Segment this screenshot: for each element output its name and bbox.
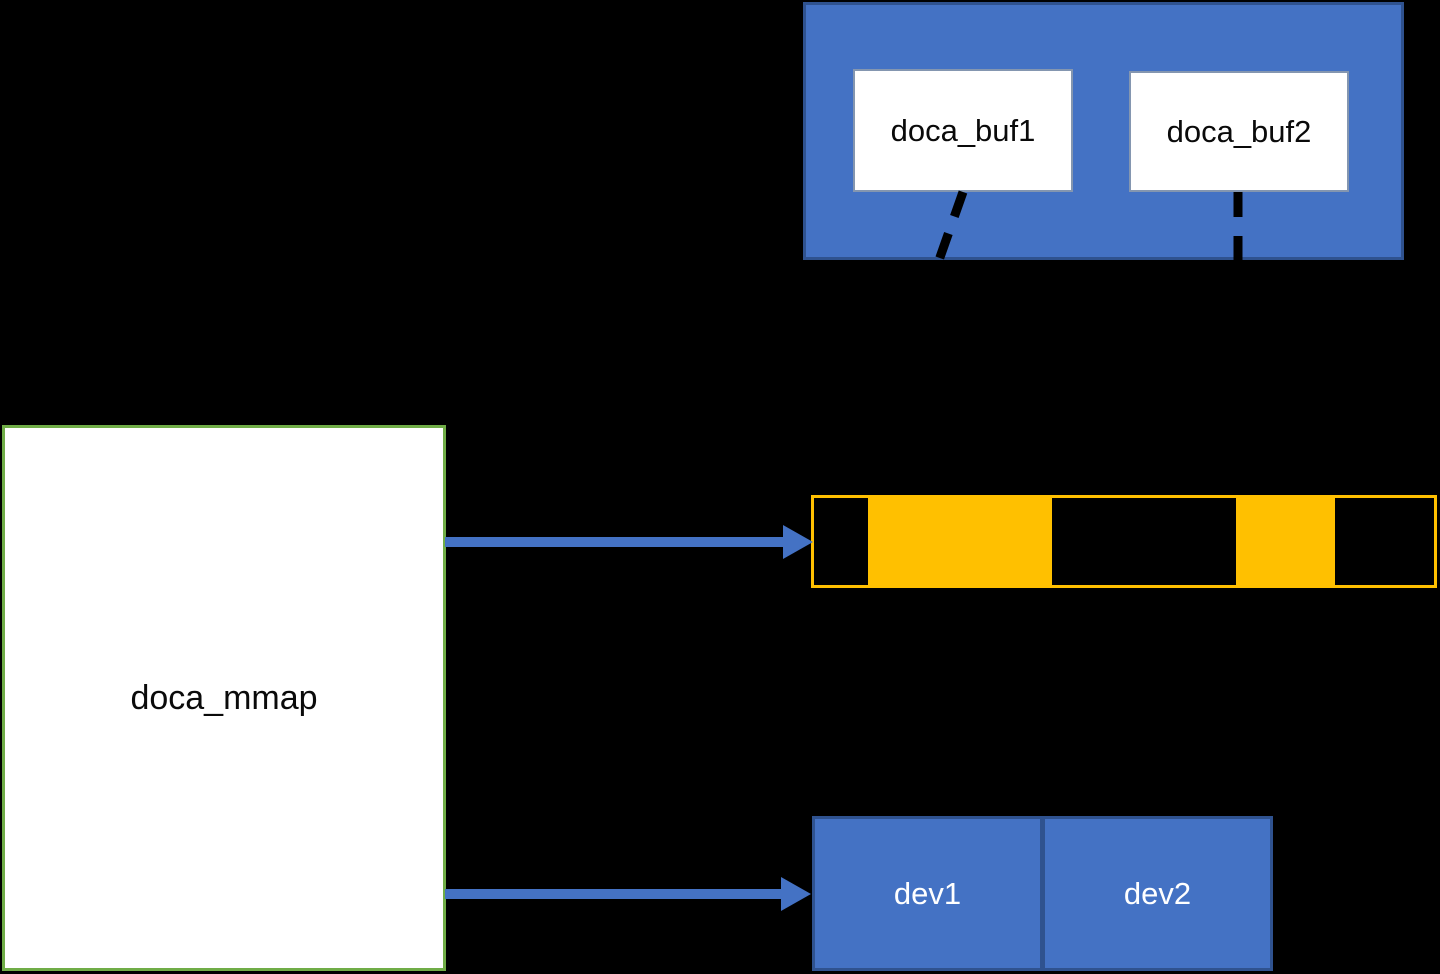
- memory-region-highlighted: [1236, 498, 1335, 585]
- dev2-label: dev2: [1123, 875, 1192, 911]
- doca-mmap-box: doca_mmap: [2, 425, 446, 971]
- arrow-shaft: [445, 889, 785, 899]
- buf-container-box: doca_buf1 doca_buf2: [803, 2, 1404, 260]
- memory-region-highlighted: [868, 498, 1052, 585]
- memory-region: [1335, 498, 1434, 585]
- dev2-box: dev2: [1040, 819, 1270, 968]
- arrow-mmap-to-devices: [445, 877, 811, 911]
- arrow-shaft: [445, 537, 787, 547]
- doca-buf2-label: doca_buf2: [1166, 113, 1312, 149]
- doca-buf1-box: doca_buf1: [853, 69, 1073, 192]
- arrow-head: [781, 877, 811, 911]
- memory-bar: [811, 495, 1437, 588]
- dev1-label: dev1: [893, 875, 962, 911]
- memory-region: [814, 498, 868, 585]
- dev-container-box: dev1 dev2: [812, 816, 1273, 971]
- doca-buf2-box: doca_buf2: [1129, 71, 1349, 192]
- arrow-head: [783, 525, 813, 559]
- dev1-box: dev1: [815, 819, 1040, 968]
- memory-region: [1052, 498, 1236, 585]
- doca-buf1-label: doca_buf1: [890, 112, 1036, 148]
- doca-mmap-label: doca_mmap: [130, 678, 318, 717]
- arrow-mmap-to-memory: [445, 525, 813, 559]
